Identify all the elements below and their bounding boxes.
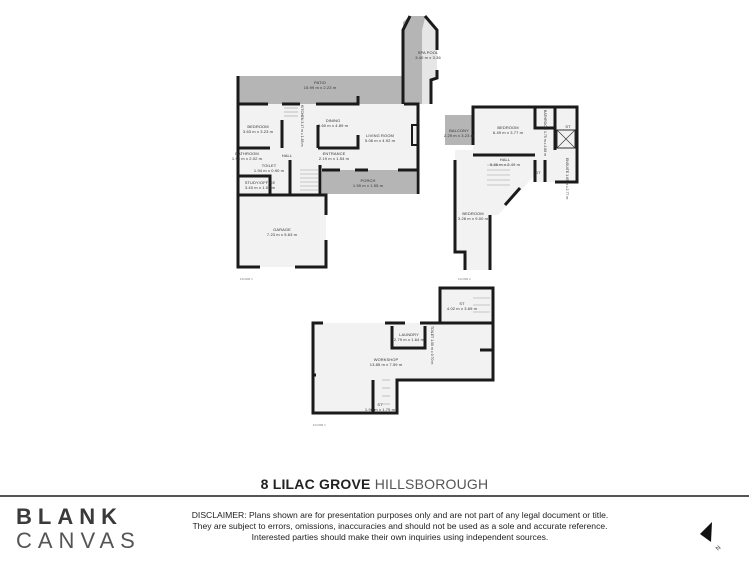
floor-plan-drawing: FLOOR 1 xyxy=(236,15,579,427)
divider xyxy=(0,495,749,497)
property-suburb: HILLSBOROUGH xyxy=(374,476,489,492)
room-label-ensuite: ENSUITE 1.65 m x 2.77 m xyxy=(565,158,569,200)
lower-floor-plan: FLOOR 1 xyxy=(311,286,495,427)
disclaimer-line-3: Interested parties should make their own… xyxy=(251,532,549,542)
svg-text:N: N xyxy=(715,545,722,552)
room-label-upper-storage-2: ST xyxy=(535,170,541,175)
disclaimer: DISCLAIMER: Plans shown are for presenta… xyxy=(180,510,620,543)
property-title: 8 LILAC GROVE HILLSBOROUGH xyxy=(0,476,749,492)
room-label-upper-bathroom: BATHROOM 1.75 m x 2.88 m xyxy=(543,110,547,157)
brand-line-2: CANVAS xyxy=(16,528,141,553)
upper-floor-plan: FLOOR 2 xyxy=(445,105,579,281)
brand-logo: BLANK CANVAS xyxy=(16,504,141,553)
disclaimer-line-1: DISCLAIMER: Plans shown are for presenta… xyxy=(191,510,609,520)
brand-line-1: BLANK xyxy=(16,504,123,529)
svg-text:FLOOR 1: FLOOR 1 xyxy=(240,277,253,281)
main-floor-plan: FLOOR 1 xyxy=(236,15,439,281)
svg-text:FLOOR 2: FLOOR 2 xyxy=(458,277,471,281)
room-label-lower-toilet: TOILET 1.50 m x 0.70 m xyxy=(430,326,434,365)
north-arrow-icon: N xyxy=(698,520,728,554)
svg-text:FLOOR 1: FLOOR 1 xyxy=(313,423,326,427)
disclaimer-line-2: They are subject to errors, omissions, i… xyxy=(192,521,608,531)
room-label-hall: HALL xyxy=(281,153,293,158)
property-address: 8 LILAC GROVE xyxy=(260,476,371,492)
room-label-kitchen: KITCHEN 3.17 m x 1.85 m xyxy=(300,105,304,147)
room-label-upper-storage: ST xyxy=(565,124,571,129)
floor-plan: FLOOR 1 xyxy=(231,15,579,427)
